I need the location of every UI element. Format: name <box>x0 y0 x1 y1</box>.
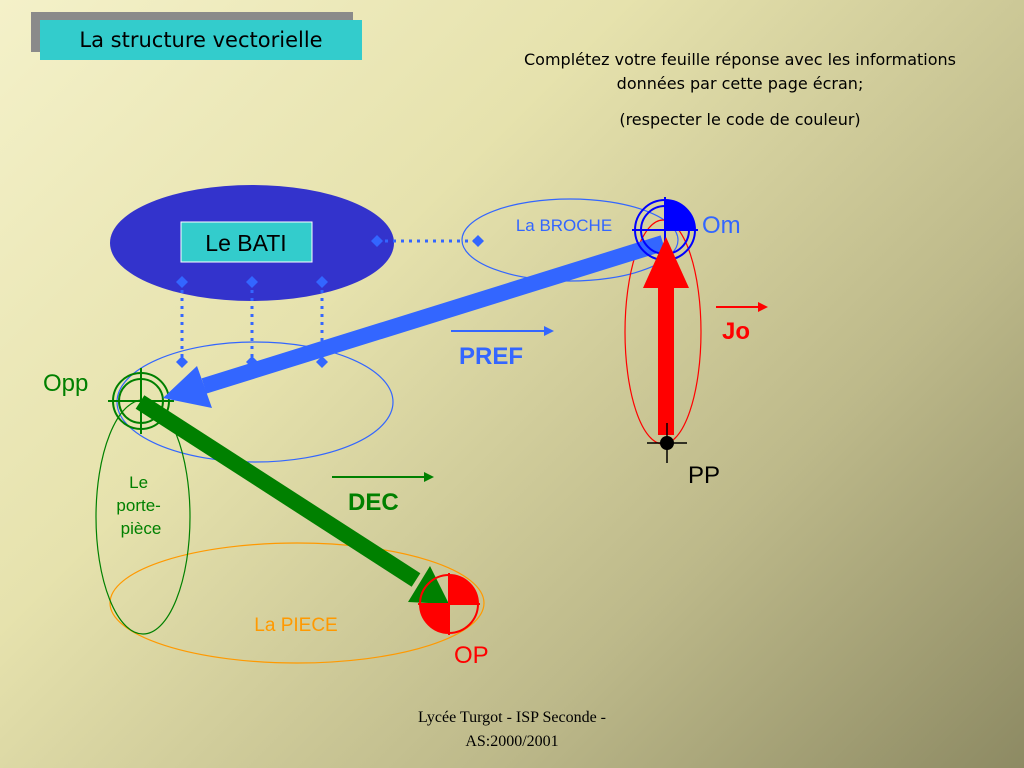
bati-label: Le BATI <box>205 230 286 256</box>
opp-label: Opp <box>43 370 88 397</box>
pp-label: PP <box>688 462 720 489</box>
bati-label-box <box>180 221 313 263</box>
om-label: Om <box>702 212 741 239</box>
pref-label: PREF <box>459 343 523 370</box>
instructions: Complétez votre feuille réponse avec les… <box>520 48 960 132</box>
jo-vector-name: Jo <box>716 302 768 345</box>
footer-line-2: AS:2000/2001 <box>465 733 559 750</box>
dec-vector-arrow <box>135 395 449 604</box>
piece-label: La PIECE <box>254 615 337 636</box>
porte-piece-label-line-2: porte- <box>116 496 160 515</box>
porte-piece-label: Le porte- pièce <box>116 473 165 538</box>
pref-vector-arrow <box>163 235 666 408</box>
piece-ellipse <box>109 542 485 664</box>
dec-vector-name: DEC <box>332 472 434 516</box>
footer-line-1: Lycée Turgot - ISP Seconde - <box>418 709 606 726</box>
broche-ellipse <box>461 198 679 282</box>
bati-broche-link <box>371 235 484 247</box>
instructions-line-2: (respecter le code de couleur) <box>619 110 861 129</box>
bati-porte-piece-links <box>176 276 328 368</box>
op-label: OP <box>454 642 489 669</box>
jo-label: Jo <box>722 318 750 345</box>
porte-piece-label-line-3: pièce <box>121 519 162 538</box>
dec-label: DEC <box>348 489 399 516</box>
broche-label: La BROCHE <box>516 216 612 235</box>
slide-title: La structure vectorielle <box>40 20 362 60</box>
jo-vector-arrow <box>643 237 689 435</box>
footer: Lycée Turgot - ISP Seconde - AS:2000/200… <box>362 706 662 754</box>
pp-point <box>647 423 687 463</box>
pref-vector-name: PREF <box>451 326 554 370</box>
instructions-line-1: Complétez votre feuille réponse avec les… <box>524 50 956 93</box>
porte-piece-label-line-1: Le <box>129 473 148 492</box>
